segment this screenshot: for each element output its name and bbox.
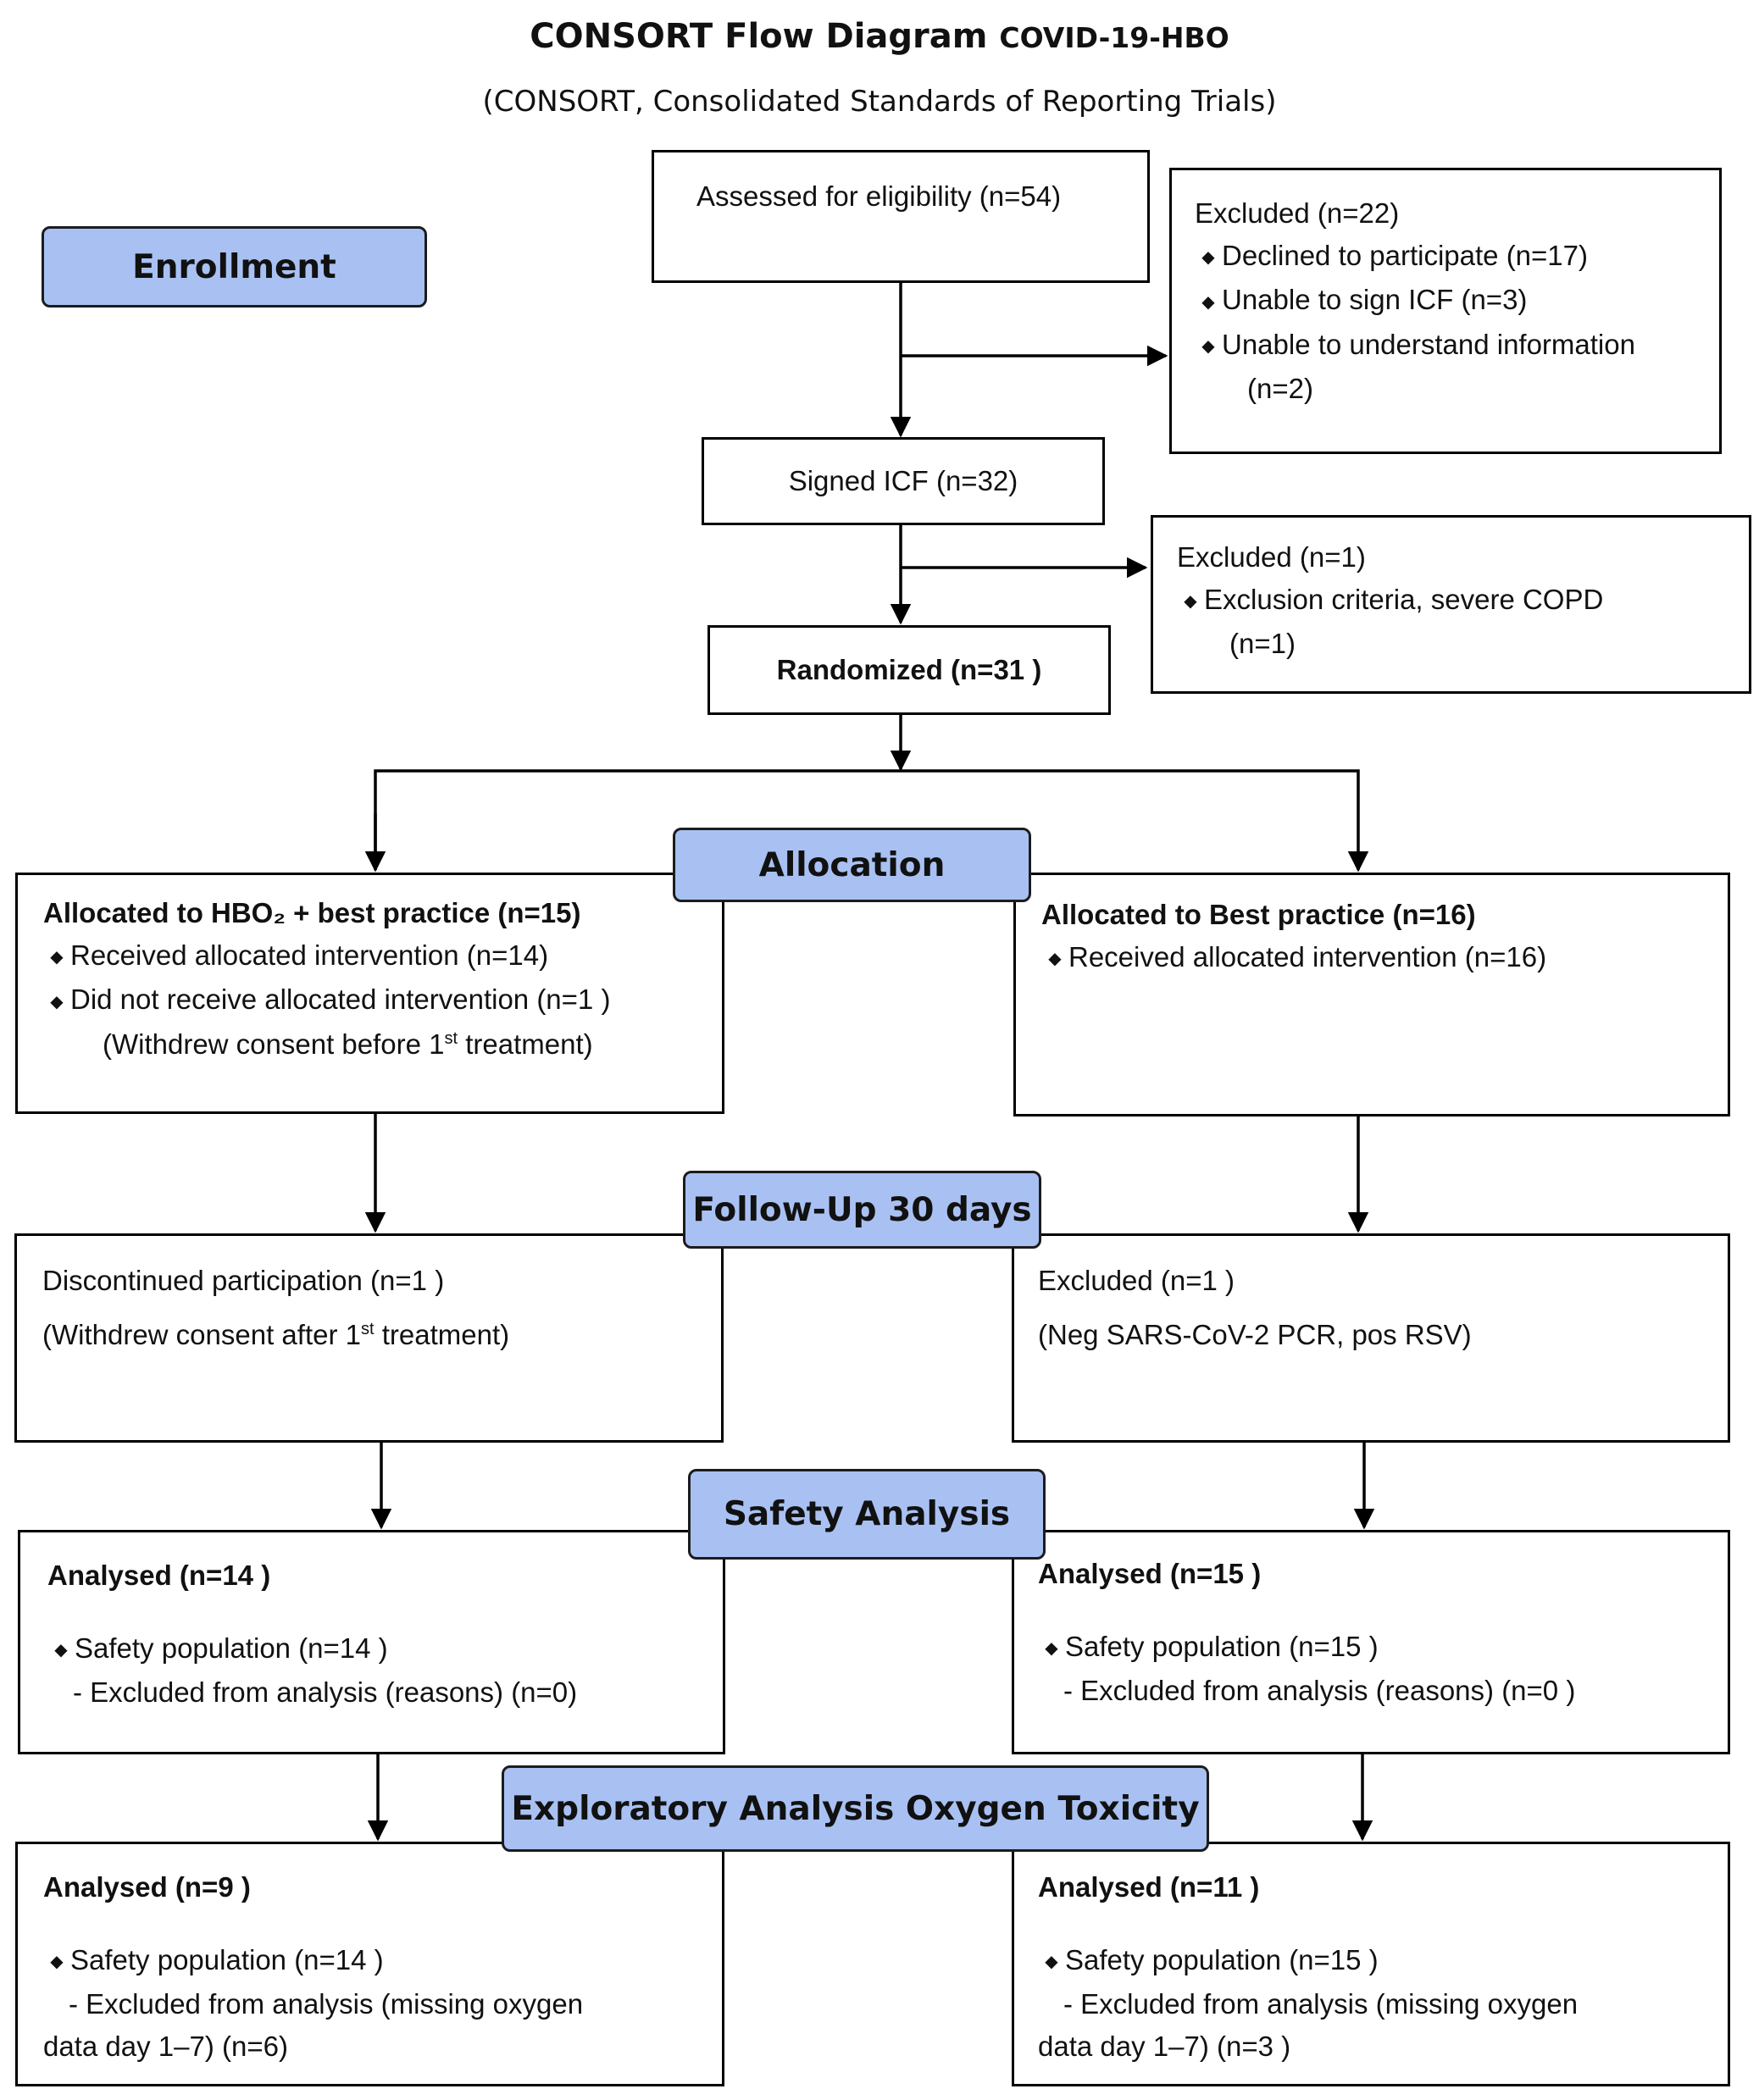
bullet-icon: ◆ [1184, 592, 1197, 612]
safety-right-title: Analysed (n=15 ) [1038, 1558, 1262, 1589]
assessed-text: Assessed for eligibility (n=54) [696, 180, 1062, 212]
safety-left-sub: - Excluded from analysis (reasons) (n=0) [73, 1676, 578, 1709]
bullet-icon: ◆ [1201, 248, 1215, 268]
diagram-subtitle: (CONSORT, Consolidated Standards of Repo… [482, 85, 1277, 119]
follow-left-line-1: Discontinued participation (n=1 ) [42, 1265, 445, 1296]
follow-right-line-2: (Neg SARS-CoV-2 PCR, pos RSV) [1038, 1319, 1472, 1350]
explor-left-sub-2: data day 1–7) (n=6) [43, 2031, 288, 2063]
bullet-icon: ◆ [50, 1953, 64, 1972]
stage-safety-analysis: Safety Analysis [688, 1469, 1046, 1560]
bullet-icon: ◆ [50, 992, 64, 1011]
explor-right-sub-2: data day 1–7) (n=3 ) [1038, 2031, 1291, 2063]
bullet-icon: ◆ [1048, 950, 1062, 969]
bullet-icon: ◆ [1045, 1953, 1058, 1972]
stage-enrollment: Enrollment [42, 226, 427, 308]
safety-left-title: Analysed (n=14 ) [47, 1560, 271, 1591]
excluded2-header: Excluded (n=1) [1177, 541, 1366, 573]
title-suffix: COVID-19-HBO [999, 21, 1229, 54]
explor-right-sub-1: - Excluded from analysis (missing oxygen [1063, 1988, 1579, 2020]
bullet-icon: ◆ [1045, 1639, 1058, 1659]
stage-allocation: Allocation [673, 828, 1031, 902]
alloc-right-item-1: Received allocated intervention (n=16) [1068, 941, 1547, 972]
excluded2-item-cont: (n=1) [1229, 628, 1296, 660]
explor-left-sub-1: - Excluded from analysis (missing oxygen [69, 1988, 584, 2020]
excluded-icf-box: Excluded (n=1) ◆ Exclusion criteria, seve… [1151, 515, 1751, 694]
allocated-hbo-box: Allocated to HBO₂ + best practice (n=15)… [15, 873, 724, 1114]
explor-right-item: Safety population (n=15 ) [1065, 1944, 1379, 1975]
stage-follow-up: Follow-Up 30 days [683, 1171, 1041, 1249]
alloc-right-title: Allocated to Best practice (n=16) [1041, 899, 1476, 930]
follow-left-line-2b: treatment) [374, 1319, 510, 1350]
alloc-left-item-2: Did not receive allocated intervention (… [70, 984, 611, 1016]
safety-right-sub: - Excluded from analysis (reasons) (n=0 … [1063, 1675, 1576, 1707]
randomized-text: Randomized (n=31 ) [776, 654, 1042, 685]
bullet-icon: ◆ [54, 1641, 68, 1660]
excluded1-item-3-cont: (n=2) [1247, 372, 1313, 404]
allocated-best-practice-box: Allocated to Best practice (n=16) ◆ Recei… [1013, 873, 1730, 1116]
safety-right-item: Safety population (n=15 ) [1065, 1631, 1379, 1662]
randomized-box: Randomized (n=31 ) [707, 625, 1111, 715]
excluded-eligibility-box: Excluded (n=22) ◆ Declined to participate… [1169, 168, 1722, 454]
diagram-title: CONSORT Flow Diagram COVID-19-HBO [0, 17, 1759, 56]
explor-left-title: Analysed (n=9 ) [43, 1871, 251, 1903]
stage-exploratory-analysis: Exploratory Analysis Oxygen Toxicity [502, 1765, 1209, 1852]
assessed-box: Assessed for eligibility (n=54) [652, 150, 1150, 283]
excluded1-item-1: Declined to participate (n=17) [1222, 240, 1588, 271]
bullet-icon: ◆ [1201, 292, 1215, 312]
follow-left-line-2: (Withdrew consent after 1st treatment) [42, 1314, 721, 1356]
follow-up-best-practice-box: Excluded (n=1 ) (Neg SARS-CoV-2 PCR, pos… [1012, 1233, 1730, 1443]
safety-best-practice-box: Analysed (n=15 ) ◆ Safety population (n=1… [1012, 1530, 1730, 1754]
follow-right-line-1: Excluded (n=1 ) [1038, 1265, 1235, 1296]
alloc-left-note-sup: st [444, 1028, 458, 1048]
excluded2-item: Exclusion criteria, severe COPD [1204, 584, 1604, 615]
follow-left-line-2-sup: st [361, 1320, 375, 1338]
excluded1-item-3: Unable to understand information [1222, 328, 1635, 360]
safety-hbo-box: Analysed (n=14 ) ◆ Safety population (n=1… [18, 1530, 725, 1754]
title-main: CONSORT Flow Diagram [530, 17, 988, 56]
exploratory-best-practice-box: Analysed (n=11 ) ◆ Safety population (n=1… [1012, 1842, 1730, 2086]
explor-right-title: Analysed (n=11 ) [1038, 1871, 1260, 1903]
safety-left-item: Safety population (n=14 ) [75, 1632, 388, 1664]
alloc-left-item-1: Received allocated intervention (n=14) [70, 939, 549, 971]
alloc-left-note-b: treatment) [458, 1028, 593, 1060]
alloc-left-title: Allocated to HBO₂ + best practice (n=15) [43, 897, 581, 928]
excluded1-item-2: Unable to sign ICF (n=3) [1222, 284, 1528, 316]
exploratory-hbo-box: Analysed (n=9 ) ◆ Safety population (n=14… [15, 1842, 724, 2086]
bullet-icon: ◆ [50, 948, 64, 967]
signed-icf-text: Signed ICF (n=32) [788, 465, 1018, 496]
follow-up-hbo-box: Discontinued participation (n=1 ) (Withd… [14, 1233, 724, 1443]
alloc-left-note: (Withdrew consent before 1st treatment) [43, 1023, 722, 1066]
excluded1-header: Excluded (n=22) [1195, 197, 1400, 229]
follow-left-line-2a: (Withdrew consent after 1 [42, 1319, 361, 1350]
explor-left-item: Safety population (n=14 ) [70, 1944, 384, 1975]
bullet-icon: ◆ [1201, 336, 1215, 356]
signed-icf-box: Signed ICF (n=32) [702, 437, 1105, 525]
alloc-left-note-a: (Withdrew consent before 1 [103, 1028, 445, 1060]
